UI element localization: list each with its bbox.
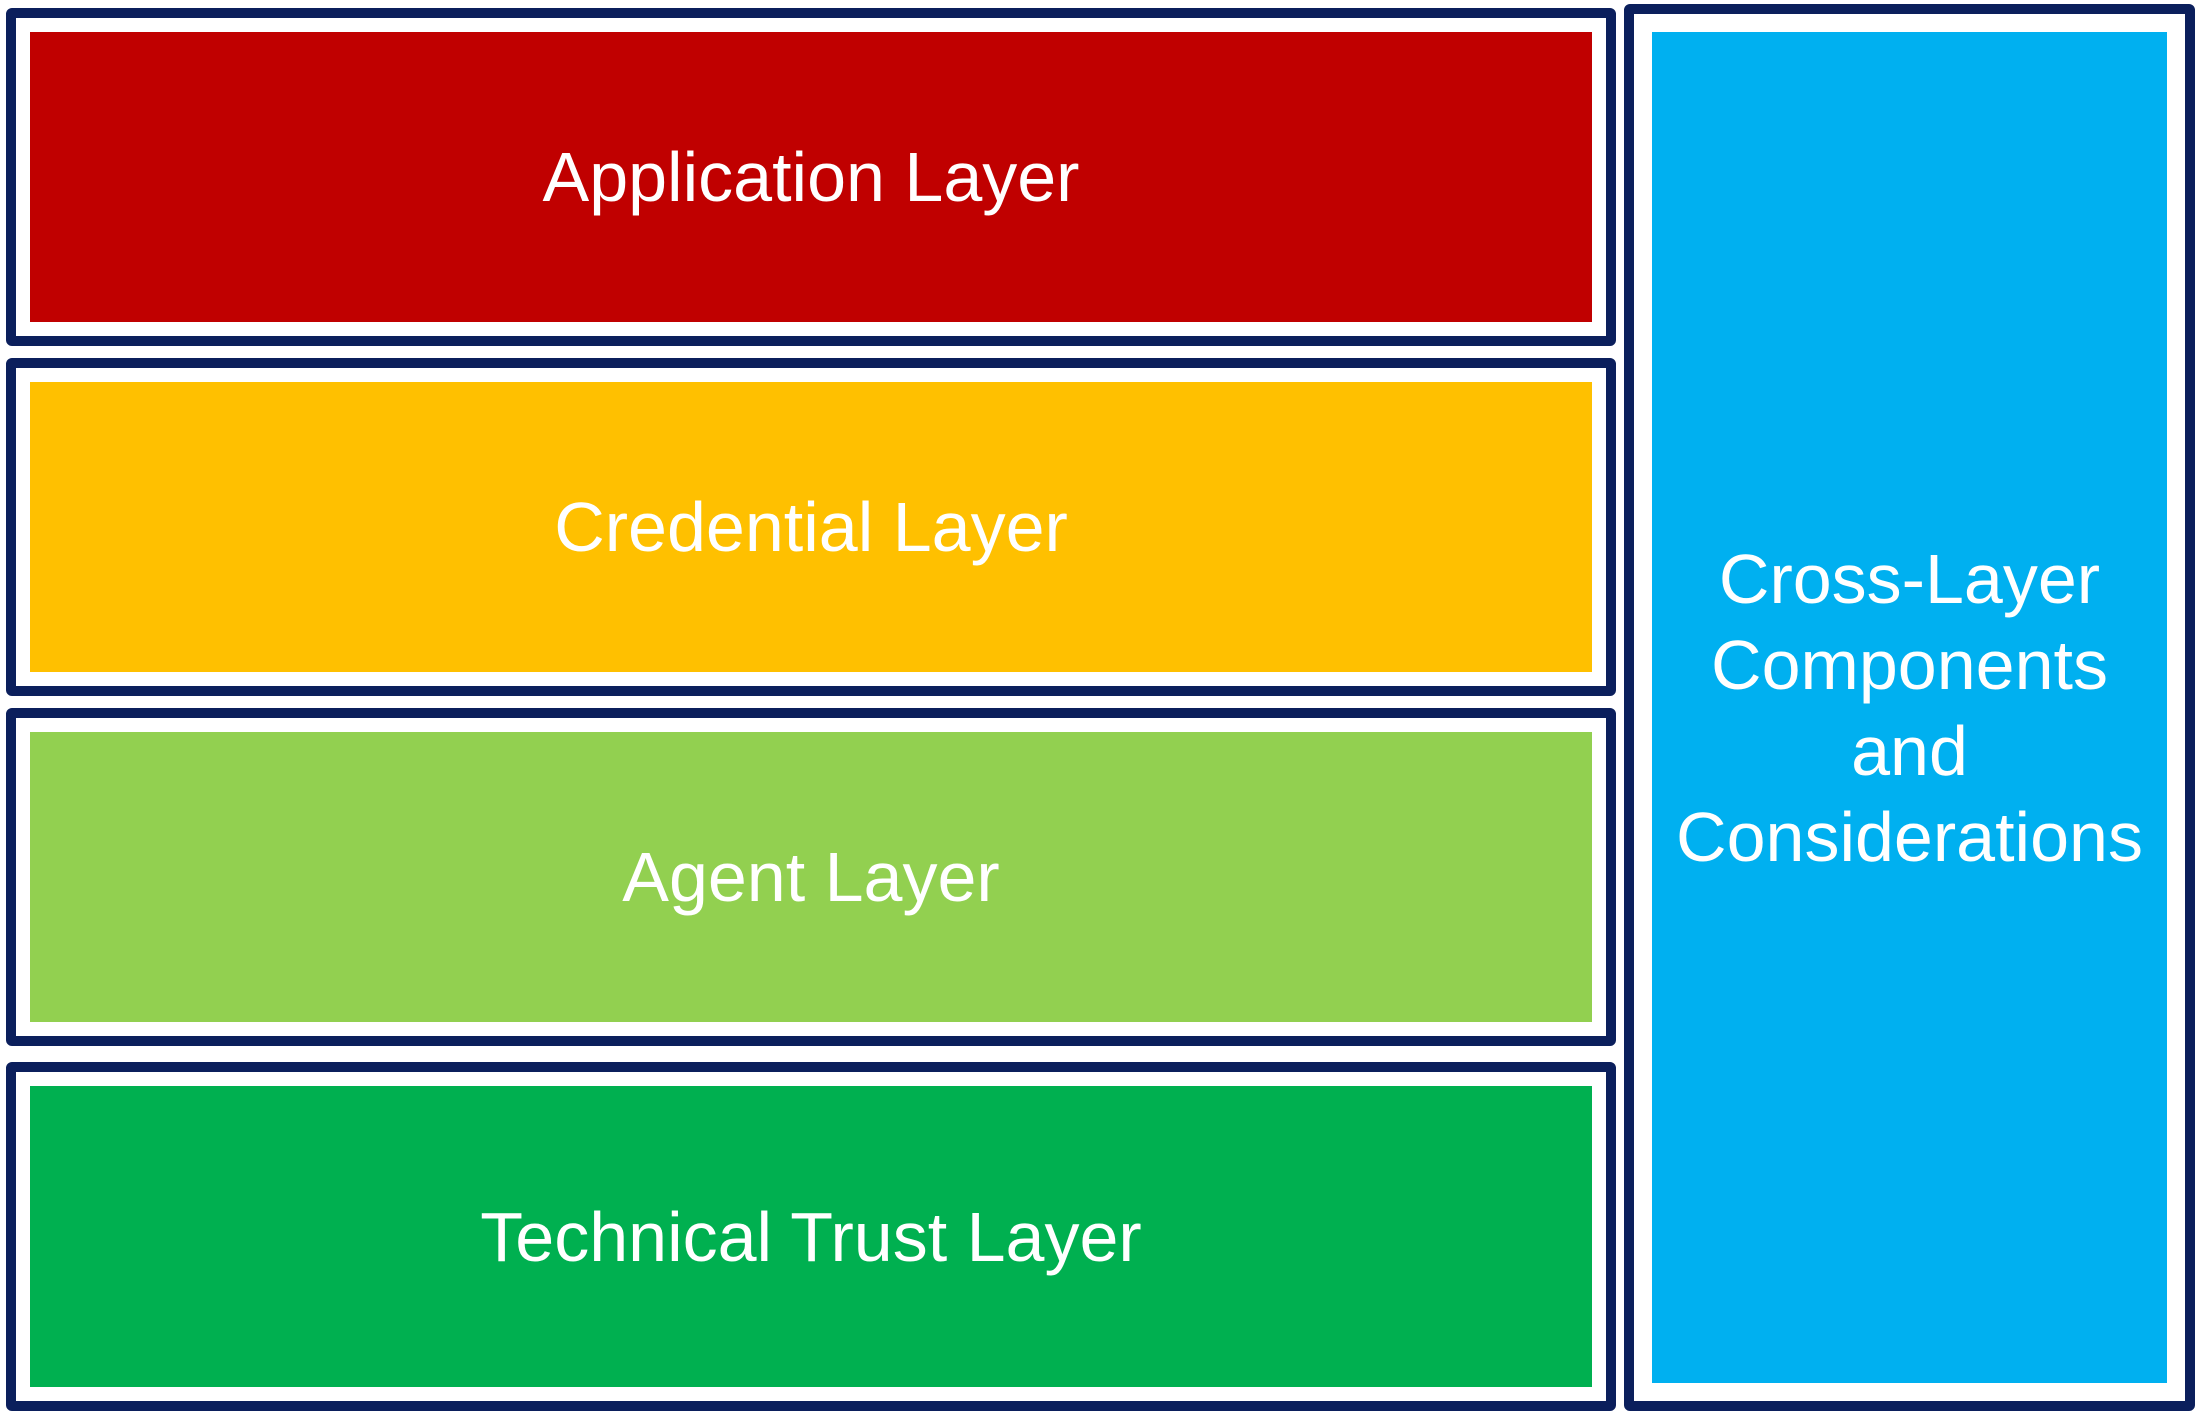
application-layer-label: Application Layer: [542, 138, 1080, 216]
application-layer-fill: Application Layer: [30, 32, 1592, 322]
credential-layer-box: Credential Layer: [6, 358, 1616, 696]
cross-layer-box: Cross-Layer Components and Consideration…: [1624, 4, 2195, 1411]
agent-layer-label: Agent Layer: [622, 838, 1000, 916]
technical-trust-layer-label: Technical Trust Layer: [480, 1197, 1142, 1276]
agent-layer-fill: Agent Layer: [30, 732, 1592, 1022]
credential-layer-fill: Credential Layer: [30, 382, 1592, 672]
application-layer-box: Application Layer: [6, 8, 1616, 346]
agent-layer-box: Agent Layer: [6, 708, 1616, 1046]
technical-trust-layer-box: Technical Trust Layer: [6, 1062, 1616, 1411]
technical-trust-layer-fill: Technical Trust Layer: [30, 1086, 1592, 1387]
cross-layer-fill: Cross-Layer Components and Consideration…: [1652, 32, 2167, 1383]
credential-layer-label: Credential Layer: [554, 488, 1068, 566]
cross-layer-label: Cross-Layer Components and Consideration…: [1676, 539, 2143, 876]
